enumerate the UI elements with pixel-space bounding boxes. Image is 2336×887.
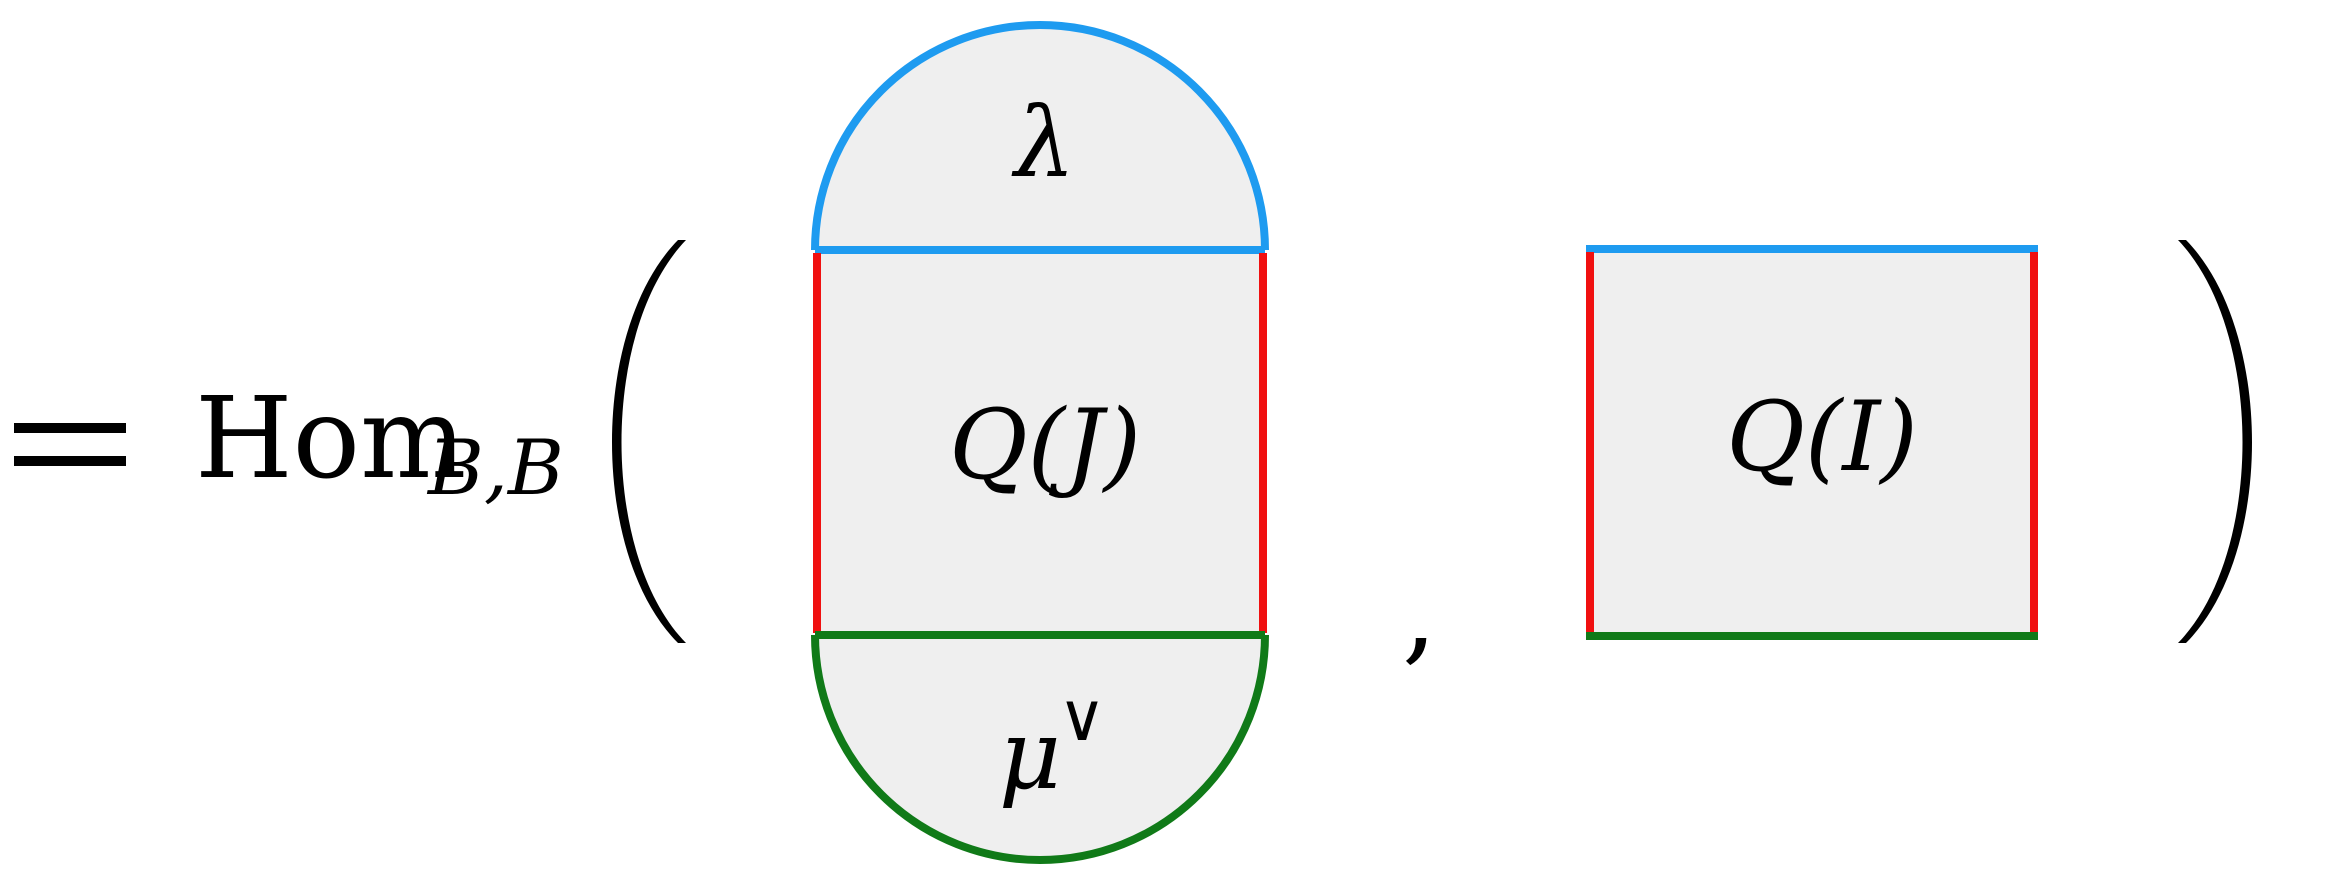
right-rectangle-shape	[1586, 245, 2038, 640]
right-rect-fill	[1588, 249, 2036, 636]
equals-sign	[14, 423, 126, 466]
mu-superscript: ∨	[1058, 679, 1106, 756]
left-stadium-shape	[811, 21, 1269, 864]
left-body-fill	[815, 250, 1265, 635]
hom-operator: Hom	[195, 374, 466, 504]
lambda-label: λ	[1011, 87, 1076, 199]
q-j-label: Q(J)	[949, 389, 1141, 501]
q-i-label: Q(I)	[1726, 381, 1918, 493]
hom-subscript: B,B	[426, 423, 564, 512]
left-bottom-arc	[811, 634, 1269, 864]
left-bottom-cap-fill	[815, 635, 1265, 860]
comma-separator: ,	[1402, 548, 1437, 676]
right-parenthesis	[2178, 240, 2252, 643]
left-parenthesis	[612, 240, 686, 643]
left-top-arc	[811, 21, 1269, 251]
mu-label: μ	[999, 699, 1061, 811]
left-top-cap-fill	[815, 25, 1265, 250]
